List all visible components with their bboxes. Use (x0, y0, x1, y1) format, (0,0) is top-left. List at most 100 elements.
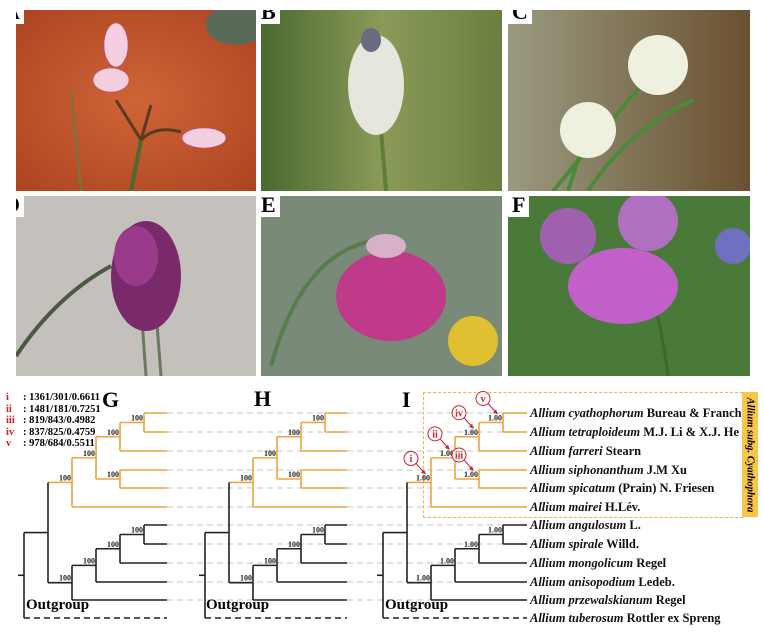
taxon-authority: Willd. (603, 537, 639, 551)
support-value: 1.00 (416, 574, 430, 583)
outgroup-label-g: Outgroup (26, 597, 90, 613)
support-value: 100 (107, 470, 119, 479)
marker-circle (475, 391, 491, 406)
photo-d: D (16, 196, 256, 376)
photo-label: D (16, 196, 24, 217)
photo-c: C (508, 10, 750, 191)
legend-row: i: 1361/301/0.6611 (6, 392, 101, 403)
taxon-name: Allium mongolicum (529, 556, 633, 570)
support-value: 100 (288, 470, 300, 479)
taxon-label: Allium przewalskianum Regel (529, 593, 686, 607)
photo-label: B (261, 10, 280, 24)
support-value: 1.00 (440, 556, 454, 565)
panel-label-g: G (102, 387, 120, 412)
taxon-name: Allium tetraploideum (529, 425, 640, 439)
support-value: 100 (131, 414, 143, 423)
taxon-name: Allium tuberosum (529, 611, 624, 625)
legend-row: v: 978/684/0.5511 (6, 438, 95, 449)
marker-label: iv (455, 408, 463, 419)
clade-label: Allium subg. Cyathophora (742, 392, 758, 517)
support-value: 1.00 (488, 414, 502, 423)
outgroup-label-i: Outgroup (385, 597, 449, 613)
photo-label: A (16, 10, 24, 24)
support-value: 1.00 (464, 428, 478, 437)
photo-label: E (261, 196, 280, 217)
marker-label: v (481, 394, 486, 405)
photo-label: F (508, 196, 530, 217)
panel-label-i: I (402, 387, 411, 412)
arrowhead-icon (493, 409, 498, 415)
taxon-name: Allium angulosum (529, 518, 626, 532)
panel-label-h: H (254, 386, 272, 411)
outgroup-label-h: Outgroup (206, 597, 270, 613)
photo-b: B (261, 10, 502, 191)
marker-label: ii (432, 429, 438, 440)
support-value: 100 (131, 526, 143, 535)
taxon-label: Allium angulosum L. (529, 518, 641, 532)
photo-a: A (16, 10, 256, 191)
support-value: 100 (240, 574, 252, 583)
marker-circle (403, 450, 419, 466)
support-value: 100 (312, 526, 324, 535)
support-value: 100 (59, 574, 71, 583)
support-value: 100 (288, 540, 300, 549)
taxon-name: Allium cyathophorum (529, 406, 644, 420)
legend-row: iii: 819/843/0.4982 (6, 415, 96, 426)
support-value: 100 (288, 428, 300, 437)
arrowhead-icon (469, 466, 474, 471)
support-value: 100 (264, 556, 276, 565)
support-value: 100 (59, 473, 71, 482)
support-value: 1.00 (416, 473, 430, 482)
taxon-authority: Regel (633, 556, 666, 570)
taxon-authority: Regel (653, 593, 686, 607)
taxon-authority: Ledeb. (635, 575, 675, 589)
support-value: 100 (312, 414, 324, 423)
taxon-authority: M.J. Li & X.J. He (640, 425, 739, 439)
taxon-name: Allium spicatum (529, 481, 615, 495)
taxon-label: Allium mongolicum Regel (529, 556, 667, 570)
photo-f: F (508, 196, 750, 376)
marker-label: i (410, 454, 413, 465)
marker-circle (427, 426, 443, 442)
taxon-label: Allium farreri Stearn (529, 444, 641, 458)
taxon-authority: Rottler ex Spreng (623, 611, 721, 625)
support-value: 100 (83, 556, 95, 565)
taxon-name: Allium przewalskianum (529, 593, 653, 607)
taxon-label: Allium spirale Willd. (529, 537, 639, 551)
photo-e: E (261, 196, 502, 376)
support-value: 100 (107, 540, 119, 549)
taxon-authority: H.Lév. (602, 500, 641, 514)
taxon-authority: Stearn (603, 444, 642, 458)
taxon-name: Allium mairei (529, 500, 602, 514)
photo-label: C (508, 10, 532, 24)
arrowhead-icon (445, 444, 450, 450)
support-value: 100 (264, 449, 276, 458)
taxon-authority: J.M Xu (644, 463, 687, 477)
marker-circle (451, 447, 467, 463)
legend-row: iv: 837/825/0.4759 (6, 426, 96, 438)
marker-legend: i: 1361/301/0.6611 ii: 1481/181/0.7251 i… (6, 392, 101, 450)
support-value: 100 (240, 473, 252, 482)
taxon-label: Allium mairei H.Lév. (529, 500, 640, 514)
legend-row: ii: 1481/181/0.7251 (6, 403, 101, 415)
marker-circle (451, 405, 467, 421)
taxon-authority: L. (626, 518, 641, 532)
taxon-authority: (Prain) N. Friesen (615, 481, 714, 495)
arrowhead-icon (421, 469, 426, 475)
taxon-authority: Bureau & Franch (644, 406, 742, 420)
taxon-label: Allium tuberosum Rottler ex Spreng (529, 611, 721, 625)
support-value: 1.00 (464, 470, 478, 479)
taxon-label: Allium anisopodium Ledeb. (529, 575, 675, 589)
taxon-name: Allium anisopodium (529, 575, 636, 589)
taxon-label: Allium tetraploideum M.J. Li & X.J. He (529, 425, 739, 439)
taxon-name: Allium siphonanthum (529, 463, 644, 477)
support-value: 1.00 (464, 540, 478, 549)
taxon-name: Allium farreri (529, 444, 603, 458)
support-value: 1.00 (488, 526, 502, 535)
arrowhead-icon (469, 423, 474, 429)
taxon-name: Allium spirale (529, 537, 604, 551)
taxon-label: Allium siphonanthum J.M Xu (529, 463, 687, 477)
support-value: 100 (107, 428, 119, 437)
marker-label: iii (455, 451, 464, 462)
